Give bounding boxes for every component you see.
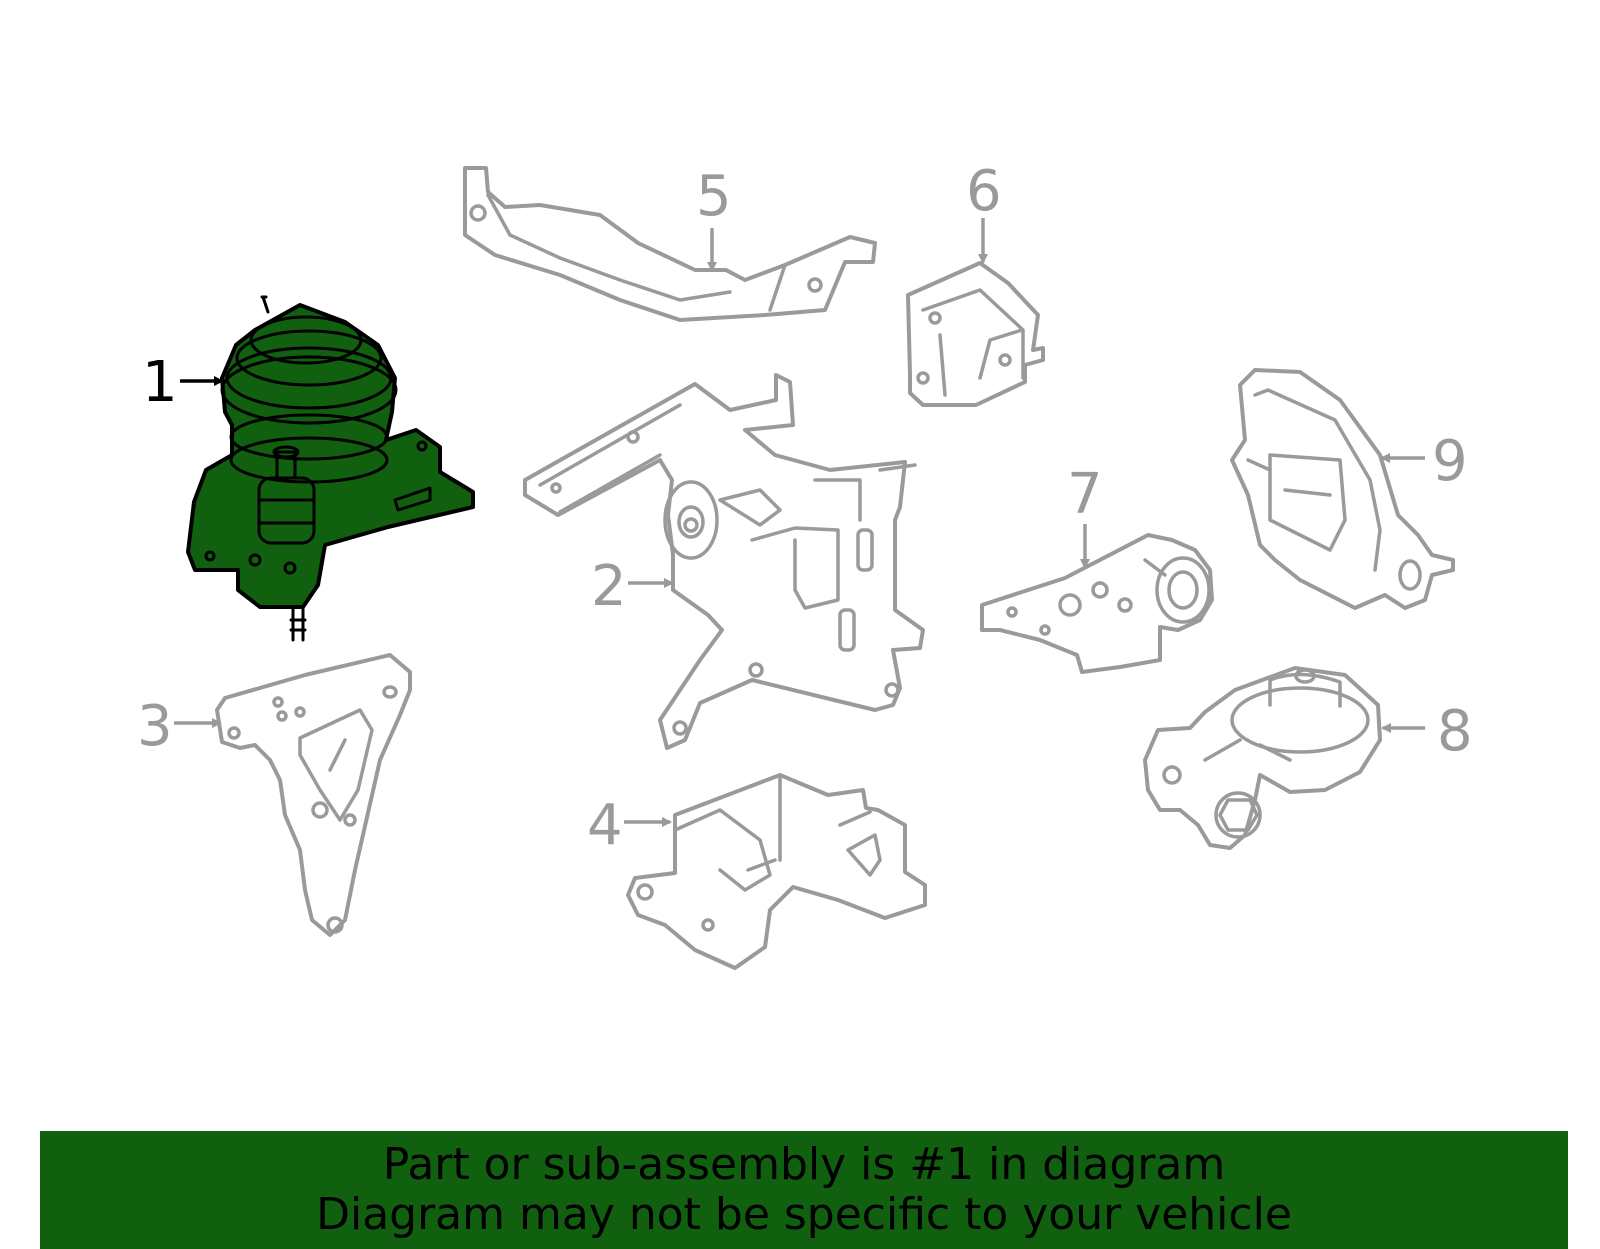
callout-8-label: 8 [1437, 699, 1473, 764]
callout-9-label: 9 [1432, 429, 1468, 494]
banner-line-1: Part or sub-assembly is #1 in diagram [382, 1139, 1226, 1190]
callout-7-label: 7 [1067, 462, 1103, 527]
callout-1-label: 1 [142, 350, 178, 415]
part-5-bracket[interactable] [463, 166, 877, 322]
part-8-round-mount[interactable] [1143, 666, 1382, 850]
part-7-bushing-bracket[interactable] [980, 533, 1214, 674]
callout-6-label: 6 [966, 159, 1002, 224]
callout-5-label: 5 [696, 164, 732, 229]
callout-4-label: 4 [587, 793, 623, 858]
part-6-mount[interactable] [906, 261, 1045, 407]
part-1-engine-mount[interactable] [186, 295, 475, 642]
callout-3-label: 3 [137, 694, 173, 759]
part-4-bracket[interactable] [626, 773, 927, 970]
banner-line-2: Diagram may not be specific to your vehi… [316, 1189, 1292, 1240]
callout-2-label: 2 [591, 554, 627, 619]
part-9-side-bracket[interactable] [1230, 368, 1455, 610]
part-2-transmission-mount[interactable] [523, 373, 925, 750]
part-3-bracket[interactable] [215, 653, 412, 937]
notice-banner: Part or sub-assembly is #1 in diagram Di… [40, 1131, 1568, 1249]
